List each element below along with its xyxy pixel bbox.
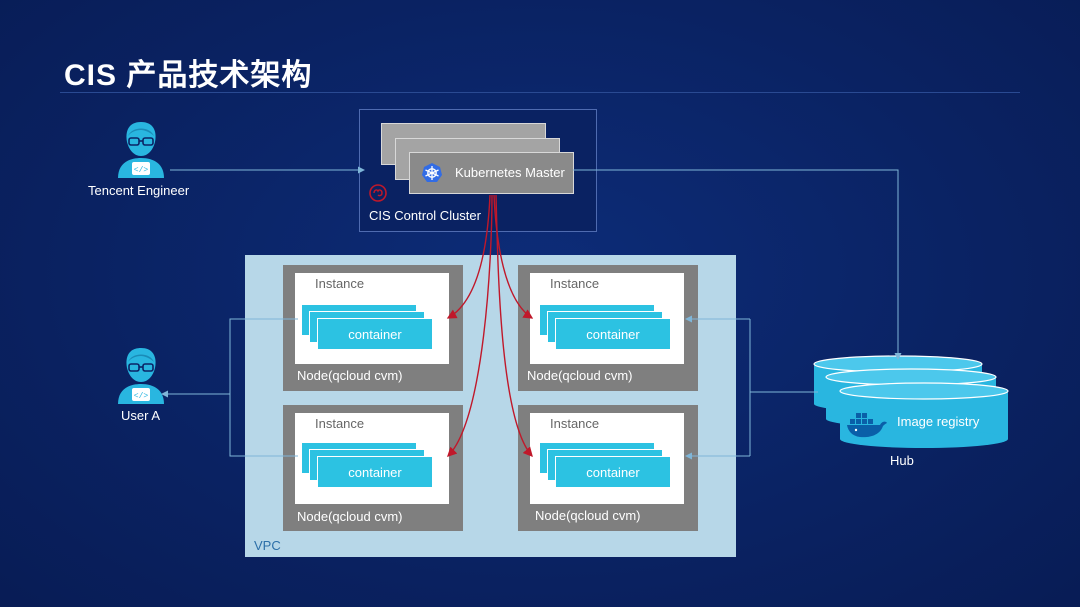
engineer-label: Tencent Engineer xyxy=(88,183,190,198)
instance-label: Instance xyxy=(550,416,600,431)
container[interactable]: container xyxy=(555,456,671,488)
master-to-node-3-link xyxy=(447,194,493,457)
instance-3[interactable]: Instance container xyxy=(295,413,449,504)
cluster-label: CIS Control Cluster xyxy=(369,208,481,223)
master-to-node-2-link xyxy=(493,194,534,319)
instance-label: Instance xyxy=(315,416,365,431)
node-1[interactable]: Instance container Node(qcloud cvm) xyxy=(283,265,463,391)
node-label: Node(qcloud cvm) xyxy=(527,368,633,383)
docker-whale-icon xyxy=(847,413,887,438)
master-to-node-1-link xyxy=(446,194,491,319)
title-divider xyxy=(60,92,1020,93)
master-label: Kubernetes Master xyxy=(455,165,565,180)
instance-label: Instance xyxy=(315,276,365,291)
user-label: User A xyxy=(121,408,161,423)
master-to-registry-arrow xyxy=(573,169,902,360)
node-3[interactable]: Instance container Node(qcloud cvm) xyxy=(283,405,463,531)
instance-1[interactable]: Instance container xyxy=(295,273,449,364)
container[interactable]: container xyxy=(317,318,433,350)
instance-label: Instance xyxy=(550,276,600,291)
developer-icon: </> xyxy=(118,348,164,404)
cluster-icon xyxy=(369,184,387,202)
node-label: Node(qcloud cvm) xyxy=(297,368,403,383)
master-to-node-4-link xyxy=(495,194,533,458)
page-title: CIS 产品技术架构 xyxy=(64,59,313,92)
svg-text:</>: </> xyxy=(134,166,149,175)
node-2[interactable]: Instance container Node(qcloud cvm) xyxy=(518,265,698,391)
user-bracket-line xyxy=(229,318,298,457)
master-card[interactable]: Kubernetes Master xyxy=(409,152,574,194)
registry-label: Image registry xyxy=(897,414,980,429)
hub-label: Hub xyxy=(890,453,914,468)
container[interactable]: container xyxy=(317,456,433,488)
node-4[interactable]: Instance container Node(qcloud cvm) xyxy=(518,405,698,531)
node-label: Node(qcloud cvm) xyxy=(297,509,403,524)
svg-text:</>: </> xyxy=(134,392,149,401)
kubernetes-icon xyxy=(422,163,442,182)
node-label: Node(qcloud cvm) xyxy=(535,508,641,523)
instance-4[interactable]: Instance container xyxy=(530,413,684,504)
vpc-label: VPC xyxy=(254,538,281,553)
container[interactable]: container xyxy=(555,318,671,350)
instance-2[interactable]: Instance container xyxy=(530,273,684,364)
developer-icon: </> xyxy=(118,122,164,178)
image-registry-cylinders[interactable] xyxy=(812,355,1012,453)
